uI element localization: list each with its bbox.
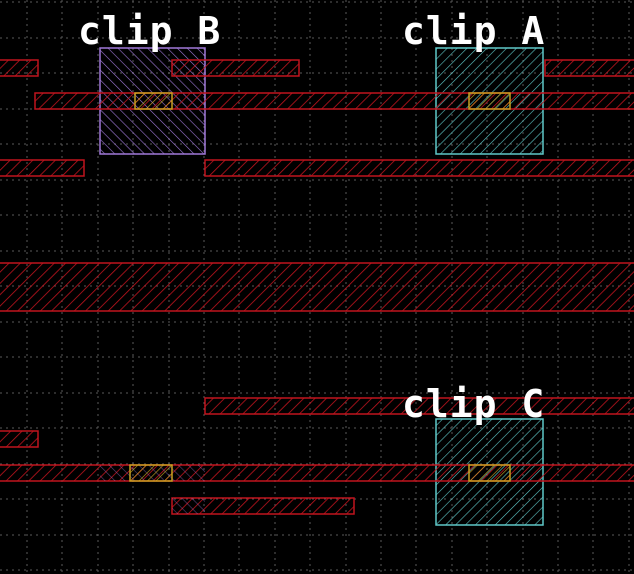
wire-segment[interactable]	[34, 92, 634, 110]
wire-segment[interactable]	[544, 59, 634, 77]
clip-c-label: clip C	[402, 382, 546, 426]
wire-segment[interactable]	[0, 59, 39, 77]
wire-segment[interactable]	[204, 159, 634, 177]
clip-b-label: clip B	[78, 9, 222, 53]
clip-a-label: clip A	[402, 9, 546, 53]
via[interactable]	[134, 92, 173, 110]
wire-segment[interactable]	[0, 262, 634, 312]
vias	[129, 92, 511, 482]
wire-segment[interactable]	[0, 430, 39, 448]
wire-segment[interactable]	[204, 397, 634, 415]
wire-segment[interactable]	[0, 159, 85, 177]
via[interactable]	[129, 464, 173, 482]
via[interactable]	[468, 92, 511, 110]
wire-segment[interactable]	[171, 59, 300, 77]
wire-segment[interactable]	[0, 464, 634, 482]
via[interactable]	[468, 464, 511, 482]
